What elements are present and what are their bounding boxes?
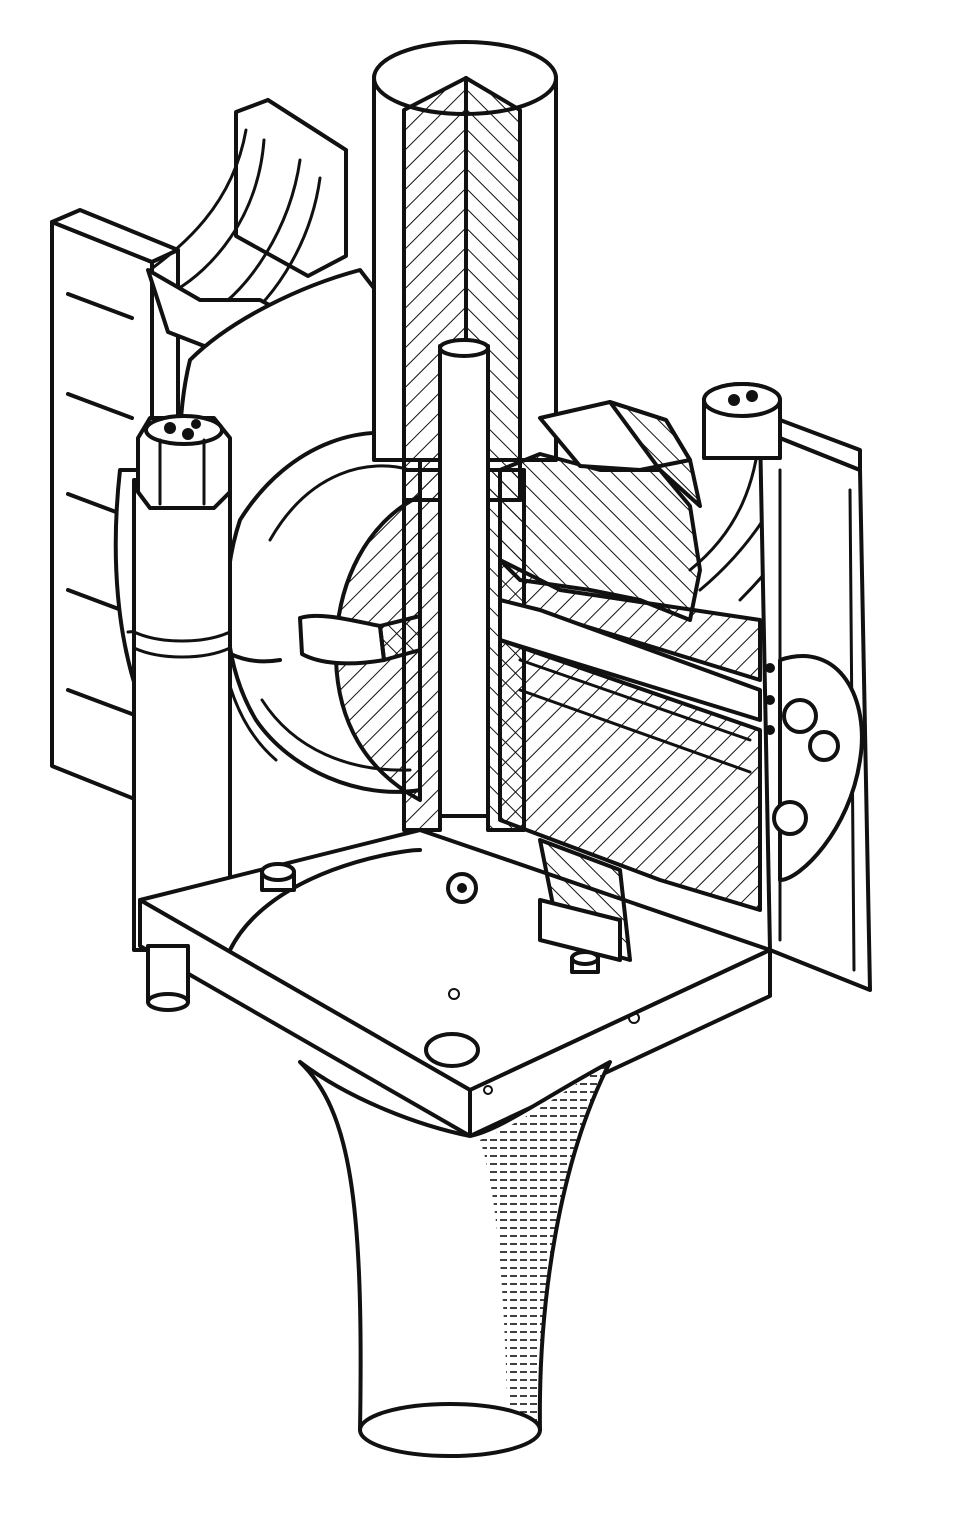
base-plate: [138, 828, 772, 1138]
left-column-with-nut: [132, 414, 232, 952]
right-sectioned-block: [498, 400, 762, 912]
central-shaft: [372, 40, 558, 832]
tapered-stem: [298, 1060, 612, 1458]
right-end-cap: [765, 654, 864, 882]
